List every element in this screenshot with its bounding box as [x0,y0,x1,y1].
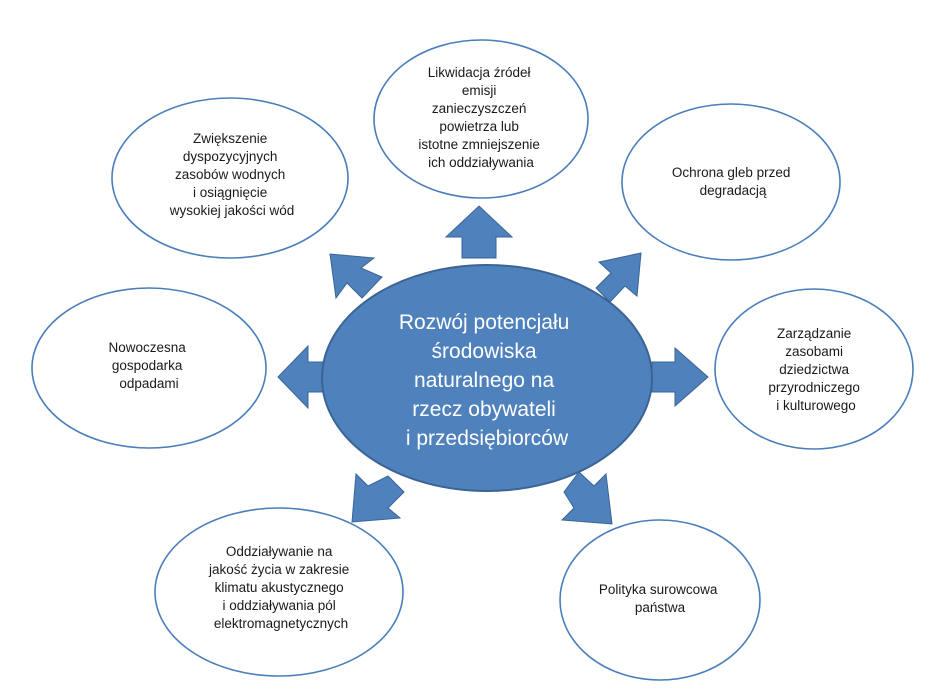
arrow-up-right [595,252,642,303]
node-powietrze-text: Likwidacja źródeł emisji zanieczyszczeń … [418,65,543,170]
node-halas: Oddziaływanie na jakość życia w zakresie… [154,507,404,677]
node-halas-line-4: i oddziaływania pól [222,598,335,613]
node-powietrze-line-1: Likwidacja źródeł [428,65,531,80]
node-halas-line-5: elektromagnetycznych [214,616,348,631]
node-woda-text: Zwiększenie dyspozycyjnych zasobów wodny… [169,131,295,218]
node-halas-line-3: klimatu akustycznego [215,580,344,595]
node-powietrze: Likwidacja źródeł emisji zanieczyszczeń … [373,39,589,199]
node-odpady-line-2: gospodarka [112,358,183,373]
node-powietrze-line-3: zanieczyszczeń [432,101,527,116]
node-dziedzictwo: Zarządzanie zasobami dziedzictwa przyrod… [714,288,914,450]
node-woda-line-5: wysokiej jakości wód [169,203,295,218]
node-gleby-text: Ochrona gleb przed degradacją [672,165,794,198]
center-line-1: Rozwój potencjału [399,311,569,334]
node-powietrze-line-6: ich oddziaływania [428,155,534,170]
center-node-text: Rozwój potencjału środowiska naturalnego… [399,311,575,450]
center-line-3: naturalnego na [414,369,554,392]
center-line-2: środowiska [432,340,537,363]
center-line-5: i przedsiębiorców [406,427,569,450]
node-halas-text: Oddziaływanie na jakość życia w zakresie… [208,544,353,631]
arrow-right [651,346,709,408]
arrow-down-right [560,471,613,525]
arrow-down-left [351,472,405,523]
node-gleby-line-2: degradacją [700,183,767,198]
node-odpady-line-1: Nowoczesna [108,340,186,355]
node-dziedzictwo-line-4: przyrodniczego [768,380,860,395]
node-woda-line-4: i osiągnięcie [193,185,267,200]
node-woda: Zwiększenie dyspozycyjnych zasobów wodny… [111,97,349,259]
node-surowce-line-1: Polityka surowcowa [599,582,718,597]
node-dziedzictwo-line-5: i kulturowego [776,398,856,413]
node-surowce: Polityka surowcowa państwa [559,519,761,681]
node-powietrze-line-5: istotne zmniejszenie [418,137,540,152]
node-surowce-line-2: państwa [635,600,686,615]
node-dziedzictwo-text: Zarządzanie zasobami dziedzictwa przyrod… [768,326,863,413]
node-gleby-line-1: Ochrona gleb przed [672,165,791,180]
node-woda-line-1: Zwiększenie [193,131,267,146]
node-dziedzictwo-line-1: Zarządzanie [777,326,851,341]
node-odpady-line-3: odpadami [119,376,178,391]
center-node: Rozwój potencjału środowiska naturalnego… [321,264,653,492]
node-woda-line-2: dyspozycyjnych [183,149,278,164]
arrow-up-left [329,253,383,300]
arrow-up [444,205,514,259]
node-powietrze-line-4: powietrza lub [439,119,519,134]
node-odpady: Nowoczesna gospodarka odpadami [31,287,267,449]
node-dziedzictwo-line-3: dziedzictwa [779,362,849,377]
node-powietrze-line-2: emisji [462,83,497,98]
node-odpady-text: Nowoczesna gospodarka odpadami [108,340,189,391]
node-surowce-text: Polityka surowcowa państwa [599,582,721,615]
node-halas-line-1: Oddziaływanie na [226,544,333,559]
node-woda-line-3: zasobów wodnych [175,167,285,182]
node-halas-line-2: jakość życia w zakresie [208,562,349,577]
center-line-4: rzecz obywateli [412,398,556,421]
node-dziedzictwo-line-2: zasobami [785,344,843,359]
node-gleby: Ochrona gleb przed degradacją [621,103,841,261]
